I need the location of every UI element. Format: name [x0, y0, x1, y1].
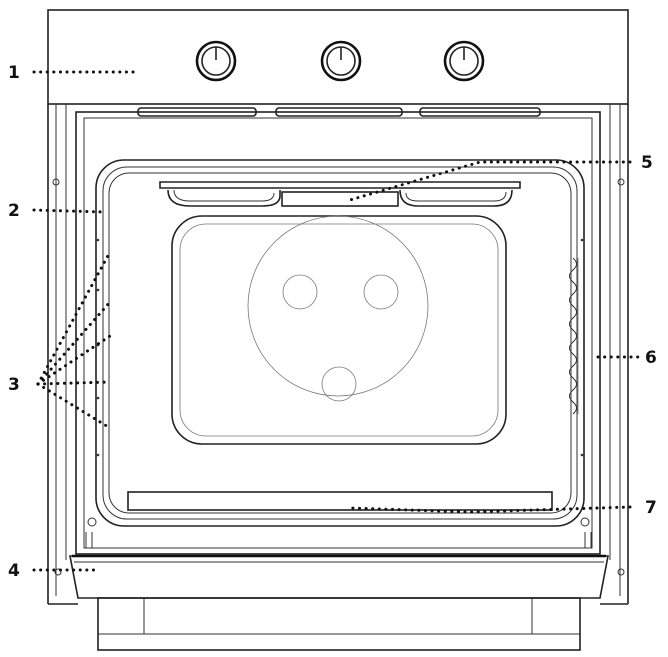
control-knob-icon [195, 40, 237, 82]
back-panel [171, 215, 507, 445]
callout-label-1: 1 [8, 63, 20, 83]
callout-label-2: 2 [8, 201, 20, 221]
callout-label-6: 6 [645, 348, 657, 368]
control-panel [47, 9, 629, 105]
oven-door [69, 554, 609, 599]
callout-labels: 1 2 3 4 5 6 7 [8, 63, 657, 581]
left-rack-supports [96, 238, 100, 457]
oven-cavity [75, 111, 601, 555]
rack-support-icon [569, 238, 584, 457]
callout-label-7: 7 [645, 498, 657, 518]
control-knob-icon [443, 40, 485, 82]
callout-label-4: 4 [8, 561, 20, 581]
control-knob-icon [320, 40, 362, 82]
callout-label-3: 3 [8, 375, 20, 395]
leader-lines [32, 70, 640, 572]
bottom-floor [85, 491, 592, 548]
callout-label-5: 5 [641, 153, 653, 173]
oven-body [47, 104, 629, 605]
oven-base [97, 597, 581, 651]
top-heating-element [159, 181, 521, 207]
